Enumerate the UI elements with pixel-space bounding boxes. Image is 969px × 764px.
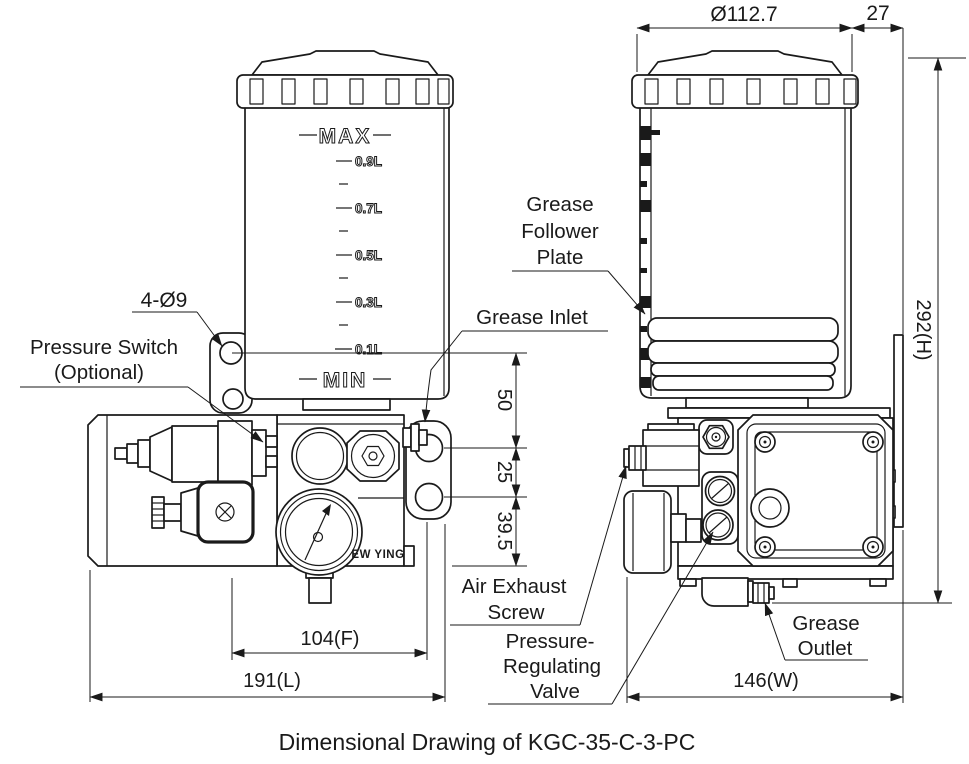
dim-height: 292(H) (772, 57, 966, 604)
grease-outlet-fitting (701, 577, 775, 607)
brand-text: EW YING (351, 549, 404, 561)
dim-width: 146(W) (626, 530, 904, 703)
callout-follower-plate: Grease Follower Plate (512, 193, 646, 315)
dim-cap-diameter: Ø112.7 (636, 3, 853, 72)
callout-holes: 4-Ø9 (132, 289, 223, 347)
label-grease-outlet-1: Grease (792, 612, 859, 635)
dim-plate-offset: 27 (851, 2, 904, 334)
reservoir-front (244, 105, 450, 400)
pressure-regulating-valve-screw (702, 509, 734, 541)
label-holes: 4-Ø9 (141, 289, 188, 312)
label-follower-1: Grease (526, 193, 593, 216)
label-air-exhaust-1: Air Exhaust (462, 575, 567, 598)
cover-boss (750, 488, 790, 528)
front-view: MAX 0.9L 0.7L 0.5L 0.3L 0.1L MIN (87, 50, 454, 604)
callout-grease-outlet: Grease Outlet (764, 602, 868, 661)
dim-chain-right-of-front-view: 50 25 39.5 (232, 352, 527, 567)
connector-screw (215, 502, 235, 522)
label-grease-inlet: Grease Inlet (476, 306, 588, 329)
mounting-plate-side (893, 334, 904, 528)
dim-cap-diameter-label: Ø112.7 (710, 3, 777, 26)
label-pressure-switch-2: (Optional) (54, 361, 144, 384)
reservoir-neck-side (685, 397, 809, 409)
mounting-hole-top-2 (222, 388, 244, 410)
hex-bolt (698, 419, 734, 455)
gauge-fitting-bottom (308, 577, 332, 604)
side-view (623, 50, 904, 607)
label-pressure-switch-1: Pressure Switch (30, 336, 178, 359)
air-vent-screw-upper (704, 475, 736, 507)
reservoir-cap-side (631, 50, 859, 109)
level-label-05: 0.5L (355, 248, 382, 263)
dimensions: 50 25 39.5 104(F) 191(L) Ø112.7 (89, 2, 966, 703)
pressure-gauge-front (275, 488, 363, 576)
callout-air-exhaust: Air Exhaust Screw (450, 465, 627, 626)
label-prv-1: Pressure- (506, 630, 595, 653)
callouts: 4-Ø9 Pressure Switch (Optional) Grease I… (20, 193, 868, 705)
cover-plate (737, 414, 894, 567)
dim-length: 191(L) (89, 524, 446, 702)
scale-min-label: MIN (323, 369, 368, 392)
pressure-switch (114, 420, 278, 486)
label-grease-outlet-2: Outlet (798, 637, 853, 660)
gauge-needle (304, 506, 330, 561)
grease-follower-plate (647, 317, 839, 391)
label-follower-2: Follower (521, 220, 599, 243)
callout-grease-inlet: Grease Inlet (421, 306, 608, 423)
grease-inlet-fitting (402, 423, 428, 452)
reservoir-scale: MAX 0.9L 0.7L 0.5L 0.3L 0.1L MIN (299, 125, 391, 393)
reservoir-cap-front (236, 50, 454, 109)
pressure-gauge-side (623, 490, 702, 574)
drawing-title: Dimensional Drawing of KGC-35-C-3-PC (279, 729, 696, 755)
cover-screw-br (862, 536, 884, 558)
dim-width-label: 146(W) (733, 670, 799, 692)
dim-inlet-offset: 50 (493, 389, 515, 411)
dim-mount-spacing: 104(F) (231, 522, 428, 660)
mounting-flange-right (405, 420, 452, 520)
label-air-exhaust-2: Screw (488, 601, 545, 624)
level-label-07: 0.7L (355, 201, 382, 216)
inlet-block-side (642, 423, 700, 487)
din-connector (151, 480, 255, 544)
dim-length-label: 191(L) (243, 670, 301, 692)
dim-plate-offset-label: 27 (866, 2, 889, 25)
scale-max-label: MAX (319, 125, 372, 148)
callout-pressure-switch: Pressure Switch (Optional) (20, 336, 264, 443)
level-label-01: 0.1L (355, 342, 382, 357)
cover-screw-bl (754, 536, 776, 558)
reservoir-neck-front (302, 398, 391, 411)
callout-pressure-regulating-valve: Pressure- Regulating Valve (488, 531, 714, 705)
cover-screw-tr (862, 431, 884, 453)
dim-hole-pitch: 25 (493, 461, 515, 483)
mounting-hole-right-2 (414, 482, 444, 512)
label-prv-3: Valve (530, 680, 580, 703)
label-follower-3: Plate (537, 246, 584, 269)
dim-height-label: 292(H) (912, 299, 934, 360)
level-indicator-ticks (640, 126, 660, 388)
label-prv-2: Regulating (503, 655, 601, 678)
outlet-plug (346, 430, 400, 482)
dim-outlet-offset: 39.5 (493, 512, 515, 551)
dim-mount-spacing-label: 104(F) (301, 628, 360, 650)
air-exhaust-screw-fitting (623, 445, 647, 471)
filler-port (291, 427, 349, 485)
level-label-03: 0.3L (355, 295, 382, 310)
level-label-09: 0.9L (355, 154, 382, 169)
pump-base (677, 565, 894, 580)
cover-screw-tl (754, 431, 776, 453)
